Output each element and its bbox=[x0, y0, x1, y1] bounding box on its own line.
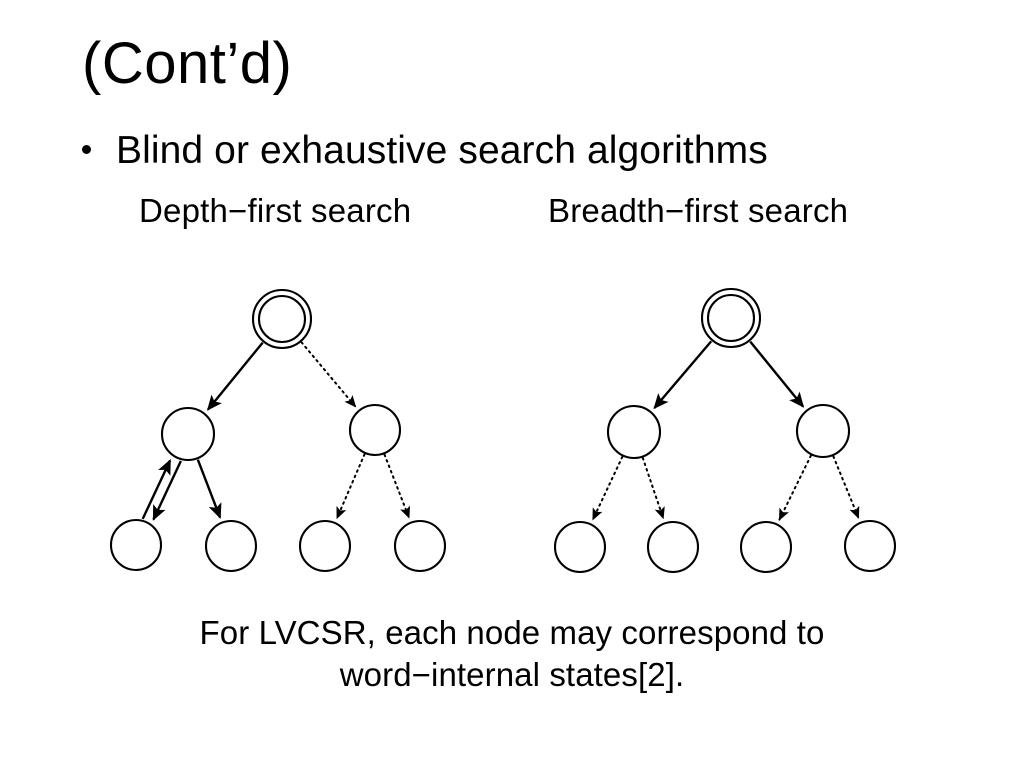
tree-edge bbox=[832, 455, 860, 519]
tree-edge bbox=[196, 459, 222, 519]
tree-nodes-layer bbox=[109, 287, 897, 574]
tree-edge-backtrack bbox=[141, 459, 172, 520]
tree-edge bbox=[336, 453, 366, 520]
caption-line-1: For LVCSR, each node may correspond to bbox=[199, 614, 825, 651]
tree-edge bbox=[778, 454, 812, 521]
bullet-item: Blind or exhaustive search algorithms bbox=[82, 129, 768, 172]
caption-text: For LVCSR, each node may correspond to w… bbox=[0, 612, 1024, 696]
tree-node bbox=[553, 520, 607, 574]
caption-line-2: word−internal states[2]. bbox=[339, 656, 685, 694]
tree-node bbox=[606, 404, 662, 460]
tree-edge bbox=[152, 460, 182, 521]
tree-node bbox=[109, 518, 163, 572]
tree-node bbox=[739, 520, 793, 574]
tree-edge bbox=[383, 453, 410, 519]
subheading-depth-first: Depth−first search bbox=[139, 192, 412, 229]
tree-node bbox=[843, 519, 897, 573]
tree-node bbox=[393, 519, 447, 573]
tree-node bbox=[160, 406, 216, 462]
tree-node bbox=[348, 403, 402, 457]
tree-edge bbox=[749, 340, 805, 408]
subheading-breadth-first: Breadth−first search bbox=[548, 192, 849, 229]
tree-edge bbox=[641, 457, 665, 520]
bullet-dot-icon bbox=[82, 145, 91, 154]
tree-node bbox=[646, 520, 700, 574]
tree-edges-layer bbox=[141, 340, 860, 521]
tree-edge bbox=[653, 340, 713, 410]
tree-node bbox=[795, 403, 851, 459]
tree-root-node bbox=[251, 288, 313, 350]
tree-edge bbox=[591, 455, 624, 521]
page-title: (Cont’d) bbox=[82, 31, 293, 96]
tree-edge bbox=[206, 341, 264, 411]
tree-root-node bbox=[700, 287, 762, 349]
tree-edge bbox=[300, 341, 357, 408]
tree-node bbox=[204, 519, 258, 573]
bullet-item-label: Blind or exhaustive search algorithms bbox=[116, 129, 768, 172]
tree-node bbox=[298, 519, 352, 573]
